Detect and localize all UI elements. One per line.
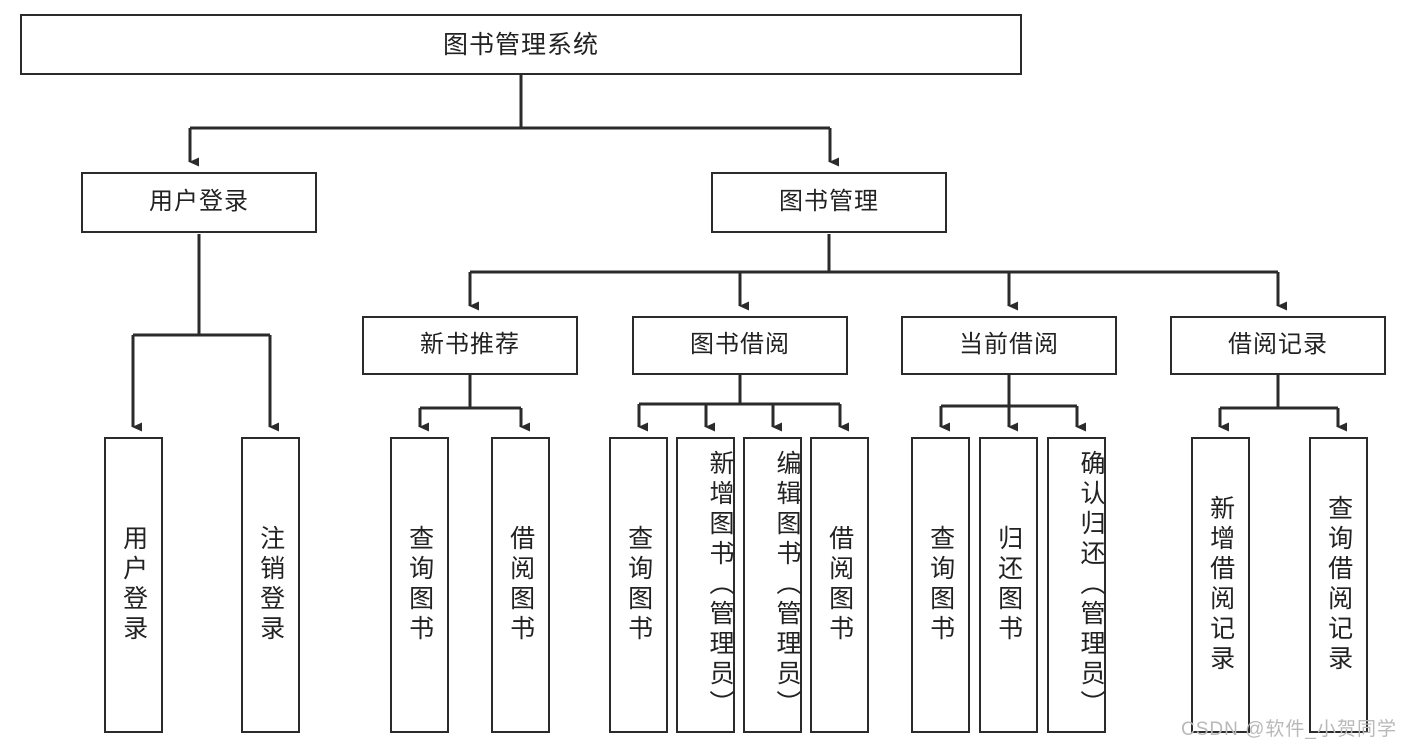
leaf-current-borrow-return-book[interactable]: 归还图书 <box>979 437 1038 733</box>
leaf-book-borrow-add-book-admin[interactable]: 新增图书（管理员） <box>676 437 735 733</box>
leaf-current-borrow-confirm-return-admin[interactable]: 确认归还（管理员） <box>1047 437 1106 733</box>
leaf-new-book-query-book[interactable]: 查询图书 <box>390 437 449 733</box>
node-borrow-record[interactable]: 借阅记录 <box>1170 316 1386 375</box>
leaf-book-borrow-edit-book-admin[interactable]: 编辑图书（管理员） <box>743 437 802 733</box>
node-book-management[interactable]: 图书管理 <box>711 172 947 233</box>
node-current-borrow[interactable]: 当前借阅 <box>901 316 1117 375</box>
leaf-book-borrow-borrow-book[interactable]: 借阅图书 <box>810 437 869 733</box>
leaf-borrow-record-query-record[interactable]: 查询借阅记录 <box>1309 437 1368 733</box>
leaf-book-borrow-query-book[interactable]: 查询图书 <box>609 437 668 733</box>
node-root-book-management-system[interactable]: 图书管理系统 <box>20 14 1022 75</box>
node-book-borrow[interactable]: 图书借阅 <box>632 316 848 375</box>
csdn-watermark: CSDN @软件_小贺同学 <box>1181 719 1397 740</box>
leaf-user-login-logout[interactable]: 注销登录 <box>241 437 300 733</box>
leaf-user-login-login[interactable]: 用户登录 <box>104 437 163 733</box>
leaf-borrow-record-add-record[interactable]: 新增借阅记录 <box>1191 437 1250 733</box>
leaf-current-borrow-query-book[interactable]: 查询图书 <box>911 437 970 733</box>
node-new-book-recommend[interactable]: 新书推荐 <box>362 316 578 375</box>
leaf-new-book-borrow-book[interactable]: 借阅图书 <box>491 437 550 733</box>
node-user-login[interactable]: 用户登录 <box>81 172 317 233</box>
